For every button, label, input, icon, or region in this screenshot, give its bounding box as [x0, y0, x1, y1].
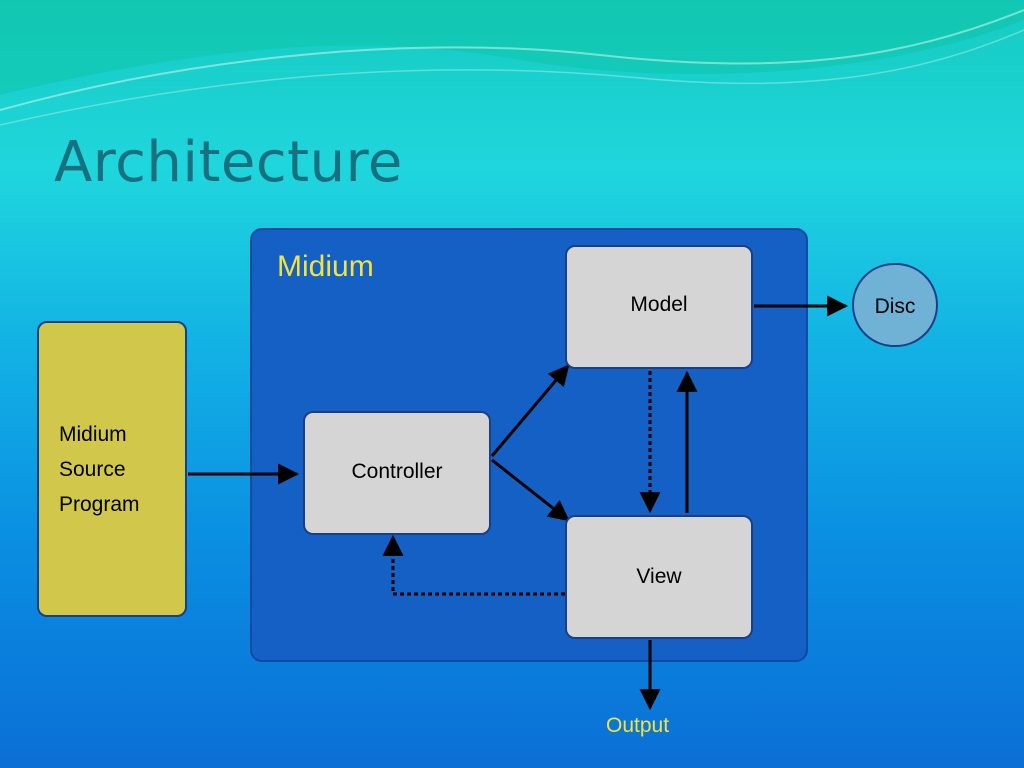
controller-node: Controller [303, 411, 491, 535]
controller-label: Controller [351, 460, 443, 483]
background-waves [0, 0, 1024, 126]
source-program-line-2: Source [59, 457, 126, 481]
model-label: Model [630, 293, 688, 316]
view-node: View [565, 515, 753, 639]
edge-view-to-controller-dotted [382, 534, 565, 596]
midium-container-label: Midium [277, 250, 374, 283]
disc-node: Disc [852, 263, 938, 347]
edge-controller-to-model [490, 364, 570, 457]
view-label: View [636, 565, 682, 588]
edge-controller-to-view [491, 458, 570, 522]
source-program-node: Midium Source Program [37, 321, 187, 617]
model-node: Model [565, 245, 753, 369]
slide-title: Architecture [54, 130, 403, 195]
source-program-line-1: Midium [59, 422, 127, 446]
source-program-line-3: Program [59, 492, 140, 516]
output-label: Output [606, 714, 670, 737]
disc-label: Disc [874, 295, 916, 318]
